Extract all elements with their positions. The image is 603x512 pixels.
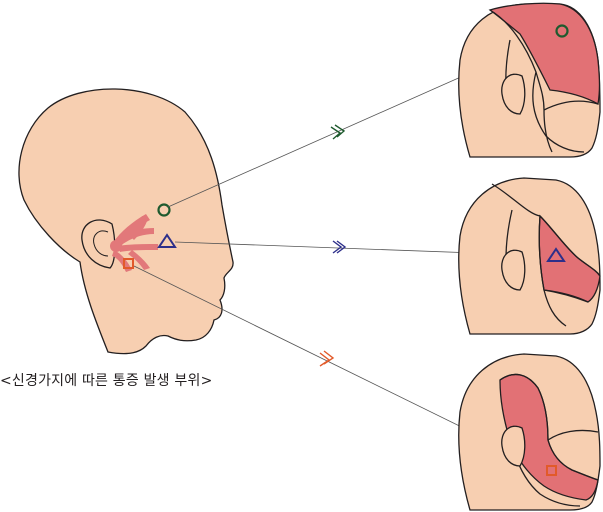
head-3-square-marker-icon bbox=[546, 465, 557, 476]
main-square-marker-icon bbox=[123, 258, 134, 269]
small-head-3-ear bbox=[501, 425, 526, 467]
main-head-ear-inner bbox=[93, 230, 109, 257]
chevron-right-icon bbox=[319, 350, 335, 367]
head-forehead-region bbox=[458, 2, 601, 158]
small-head-2-ear bbox=[501, 249, 526, 291]
head-1-circle-marker-icon bbox=[555, 24, 569, 38]
head-2-triangle-marker-icon bbox=[546, 247, 566, 262]
head-cheek-region bbox=[458, 177, 601, 335]
main-head bbox=[18, 88, 234, 355]
chevron-right-icon bbox=[332, 240, 347, 254]
small-head-3-divisions bbox=[499, 373, 599, 507]
small-head-1-ear bbox=[501, 73, 526, 115]
small-head-1-divisions bbox=[489, 9, 599, 153]
main-circle-marker-icon bbox=[157, 203, 171, 217]
main-triangle-marker-icon bbox=[157, 233, 177, 248]
small-head-2-silhouette bbox=[458, 177, 601, 335]
connector-arrows bbox=[319, 124, 347, 367]
head-jaw-region bbox=[458, 353, 601, 511]
diagram-caption: <신경가지에 따른 통증 발생 부위> bbox=[0, 373, 213, 389]
chevron-right-icon bbox=[330, 124, 346, 140]
small-head-2-divisions bbox=[491, 183, 601, 327]
facial-nerve-branches bbox=[110, 214, 158, 272]
main-head-silhouette bbox=[18, 88, 234, 355]
